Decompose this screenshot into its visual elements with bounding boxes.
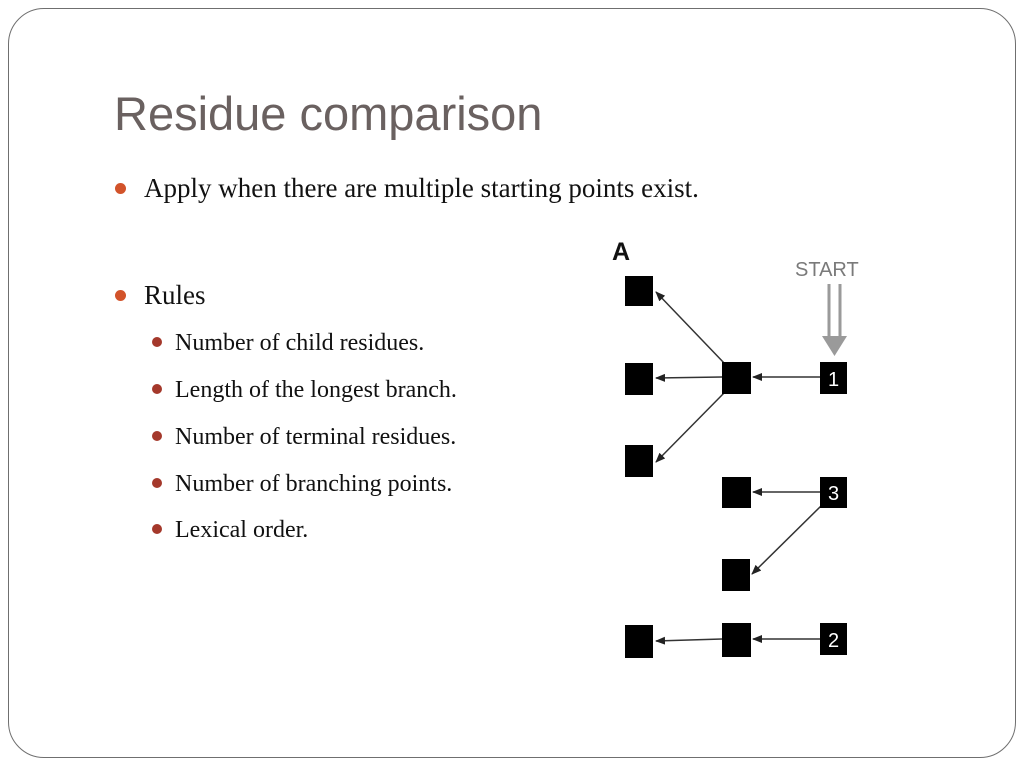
start-label: START bbox=[795, 259, 859, 281]
start-arrow bbox=[822, 284, 847, 356]
tree-edges bbox=[655, 291, 823, 645]
sub-bullet-child-residues: Number of child residues. bbox=[175, 330, 425, 356]
tree-nodes: 1 3 2 bbox=[625, 276, 847, 658]
slide-title: Residue comparison bbox=[114, 87, 543, 140]
sub-bullet-dot bbox=[152, 431, 162, 441]
start-node-label: 3 bbox=[828, 483, 839, 505]
start-node-label: 1 bbox=[828, 369, 839, 391]
start-node-1 bbox=[820, 362, 847, 394]
sub-bullet-dot bbox=[152, 384, 162, 394]
edge bbox=[655, 291, 726, 365]
bullet-apply: Apply when there are multiple starting p… bbox=[144, 173, 699, 203]
residue-node bbox=[722, 362, 751, 394]
edge bbox=[655, 373, 723, 382]
bullet-list: Apply when there are multiple starting p… bbox=[0, 0, 699, 600]
bullet-dot bbox=[115, 290, 126, 301]
residue-node bbox=[722, 559, 750, 591]
start-node-2 bbox=[820, 623, 847, 655]
sub-bullet-terminal-residues: Number of terminal residues. bbox=[175, 424, 457, 450]
sub-bullet-longest-branch: Length of the longest branch. bbox=[175, 377, 457, 403]
residue-node bbox=[722, 623, 751, 657]
edge bbox=[751, 504, 823, 575]
sub-bullet-branching-points: Number of branching points. bbox=[175, 471, 453, 497]
start-node-label: 2 bbox=[828, 630, 839, 652]
slide-frame bbox=[8, 8, 1016, 758]
start-node-3 bbox=[820, 477, 847, 508]
sub-bullet-lexical-order: Lexical order. bbox=[175, 517, 309, 543]
sub-bullet-dot bbox=[152, 478, 162, 488]
residue-node bbox=[625, 276, 653, 306]
sub-bullet-dot bbox=[152, 524, 162, 534]
bullet-dot bbox=[115, 183, 126, 194]
residue-node bbox=[722, 477, 751, 508]
edge bbox=[655, 636, 723, 645]
sub-bullet-dot bbox=[152, 337, 162, 347]
residue-node bbox=[625, 625, 653, 658]
edge bbox=[655, 391, 726, 463]
panel-label: A bbox=[612, 238, 630, 266]
residue-node bbox=[625, 363, 653, 395]
bullet-rules: Rules bbox=[144, 280, 206, 310]
residue-node bbox=[625, 445, 653, 477]
